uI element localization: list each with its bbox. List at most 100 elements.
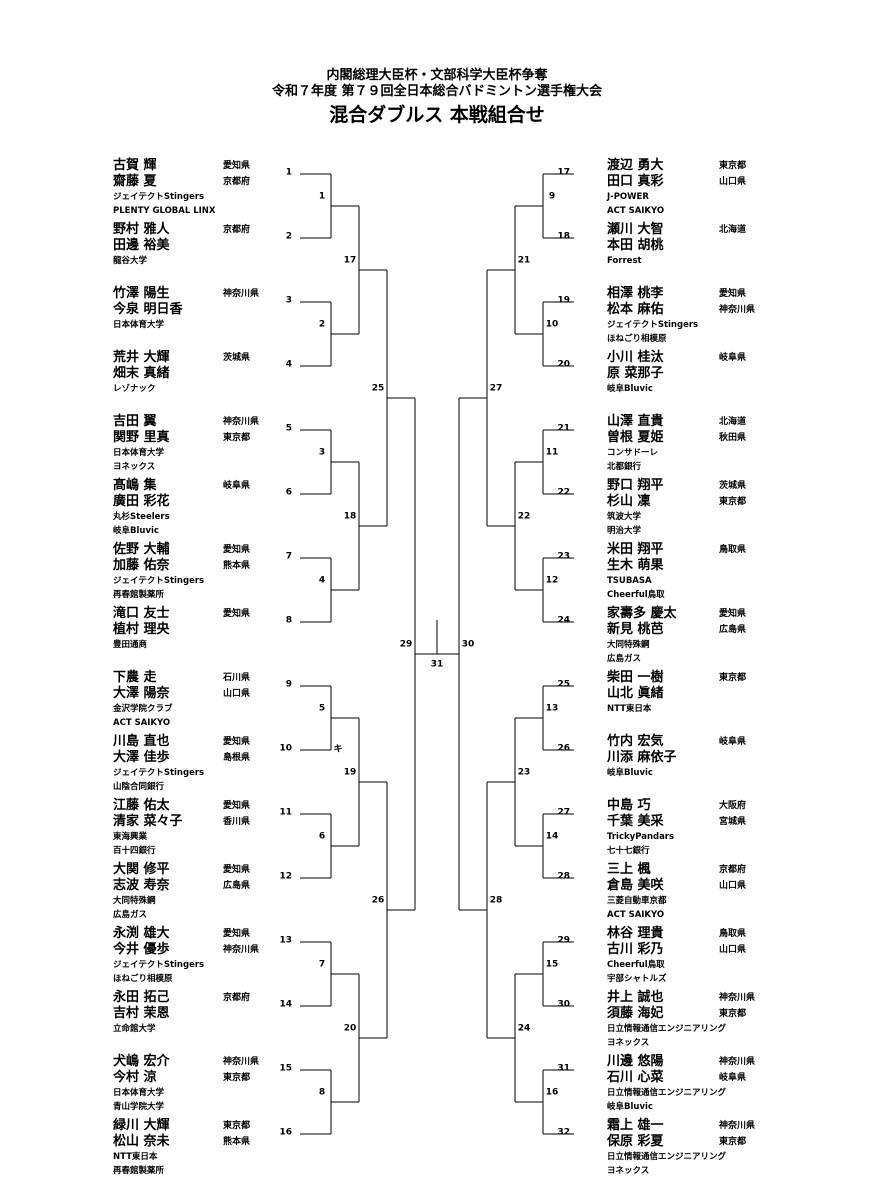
- entry: 滝口 友士愛知県植村 理央豊田通商: [113, 606, 373, 652]
- player-row: 霜上 雄一神奈川県: [607, 1118, 867, 1134]
- player-row: 田口 真彩 山口県: [607, 174, 867, 190]
- player-row: 吉田 翼神奈川県: [113, 414, 373, 430]
- seed-number: 6: [286, 488, 292, 498]
- prefecture: 北海道: [719, 225, 747, 235]
- prefecture: 京都府: [719, 865, 747, 875]
- seed-number: 20: [557, 360, 570, 370]
- seed-number: 7: [286, 552, 292, 562]
- seed-number: 22: [557, 488, 570, 498]
- prefecture: 山口県: [719, 945, 747, 955]
- player-name: 杉山 凜: [607, 494, 651, 509]
- entry: 江藤 佑太愛知県清家 菜々子香川県東海興業百十四銀行: [113, 798, 373, 858]
- prefecture: 神奈川県: [223, 945, 260, 955]
- player-row: 柴田 一樹東京都: [607, 670, 867, 686]
- prefecture: 愛知県: [719, 289, 747, 299]
- prefecture: 神奈川県: [223, 1057, 260, 1067]
- player-name: 生木 萌果: [607, 558, 664, 573]
- seed-number: 17: [557, 168, 570, 178]
- team-name: ヨネックス: [607, 1038, 650, 1048]
- player-name: 原 菜那子: [607, 366, 664, 381]
- team-name: コンサドーレ: [607, 448, 659, 458]
- player-row: 中島 巧大阪府: [607, 798, 867, 814]
- player-name: 須藤 海妃: [607, 1006, 664, 1021]
- entry: 野村 雅人京都府田邊 裕美龍谷大学: [113, 222, 373, 268]
- player-name: 犬嶋 宏介: [113, 1054, 170, 1069]
- prefecture: 愛知県: [719, 609, 747, 619]
- player-row: 犬嶋 宏介 神奈川県: [113, 1054, 373, 1070]
- prefecture: 愛知県: [223, 737, 251, 747]
- prefecture: 東京都: [719, 673, 747, 683]
- player-name: 大澤 佳歩: [113, 750, 170, 765]
- prefecture: 神奈川県: [719, 305, 756, 315]
- team-name: 龍谷大学: [113, 256, 148, 266]
- header-line1: 内閣総理大臣杯・文部科学大臣杯争奪: [326, 68, 548, 83]
- player-row: 今泉 明日香: [113, 302, 373, 318]
- player-row: 生木 萌果: [607, 558, 867, 574]
- team-name: 広島ガス: [607, 654, 642, 664]
- player-row: 志波 寿奈広島県: [113, 878, 373, 894]
- team-name: 三菱自動車京都: [607, 896, 667, 906]
- player-name: 今泉 明日香: [113, 302, 183, 317]
- player-name: 井上 誠也: [607, 990, 664, 1005]
- team-name: 百十四銀行: [113, 846, 156, 856]
- match-number: 7: [319, 960, 325, 970]
- player-name: 江藤 佑太: [113, 798, 170, 813]
- seed-number: 30: [557, 1000, 570, 1010]
- match-number: 3: [319, 448, 325, 458]
- player-name: 川邊 悠陽: [607, 1054, 664, 1069]
- team-name: 七十七銀行: [607, 846, 650, 856]
- player-name: 野口 翔平: [607, 478, 664, 493]
- team-name: 丸杉Steelers: [113, 512, 170, 522]
- seed-number: 21: [557, 424, 570, 434]
- entry: 霜上 雄一神奈川県保原 彩夏東京都日立情報通信エンジニアリングヨネックス: [607, 1118, 867, 1178]
- match-number: 8: [319, 1088, 325, 1098]
- match-number: 6: [319, 832, 325, 842]
- player-name: 野村 雅人: [113, 222, 170, 237]
- prefecture: 茨城県: [223, 353, 251, 363]
- team-name: PLENTY GLOBAL LINX: [113, 206, 216, 216]
- team-name: 日本体育大学: [113, 320, 165, 330]
- match-number: 4: [319, 576, 325, 586]
- prefecture: 広島県: [719, 625, 747, 635]
- player-name: 田口 真彩: [607, 174, 664, 189]
- player-row: 大澤 陽奈山口県: [113, 686, 373, 702]
- team-name: ジェイテクトStingers: [113, 192, 205, 202]
- entry: 永田 拓己京都府吉村 茉恩立命館大学: [113, 990, 373, 1036]
- player-row: 川島 直也愛知県: [113, 734, 373, 750]
- player-name: 石川 心菜: [607, 1070, 664, 1085]
- entry: 吉田 翼神奈川県関野 里真東京都日本体育大学ヨネックス: [113, 414, 373, 474]
- prefecture: 東京都: [719, 497, 747, 507]
- player-name: 古川 彩乃: [607, 942, 664, 957]
- page-title: 混合ダブルス 本戦組合せ: [329, 104, 545, 126]
- team-name: 青山学院大学: [113, 1102, 165, 1112]
- player-name: 清家 菜々子: [113, 814, 183, 829]
- prefecture: 神奈川県: [223, 417, 260, 427]
- player-row: 髙嶋 集岐阜県: [113, 478, 373, 494]
- player-row: 米田 翔平鳥取県: [607, 542, 867, 558]
- player-row: 植村 理央: [113, 622, 373, 638]
- team-name: NTT東日本: [607, 704, 652, 714]
- match-number: 25: [372, 384, 385, 394]
- prefecture: 愛知県: [223, 609, 251, 619]
- player-row: 相澤 桃李愛知県: [607, 286, 867, 302]
- player-name: 佐野 大輔: [113, 542, 170, 557]
- entry: 川邊 悠陽神奈川県石川 心菜岐阜県日立情報通信エンジニアリング岐阜Bluvic: [607, 1054, 867, 1114]
- player-row: 山澤 直貴北海道: [607, 414, 867, 430]
- player-name: 霜上 雄一: [607, 1118, 664, 1133]
- match-number: 2: [319, 320, 325, 330]
- player-row: 江藤 佑太愛知県: [113, 798, 373, 814]
- prefecture: 山口県: [719, 177, 747, 187]
- player-name: 吉村 茉恩: [113, 1006, 170, 1021]
- player-name: 志波 寿奈: [113, 878, 170, 893]
- player-name: 古賀 輝: [113, 158, 157, 173]
- team-name: 岐阜Bluvic: [607, 384, 653, 394]
- seed-number: 31: [557, 1064, 570, 1074]
